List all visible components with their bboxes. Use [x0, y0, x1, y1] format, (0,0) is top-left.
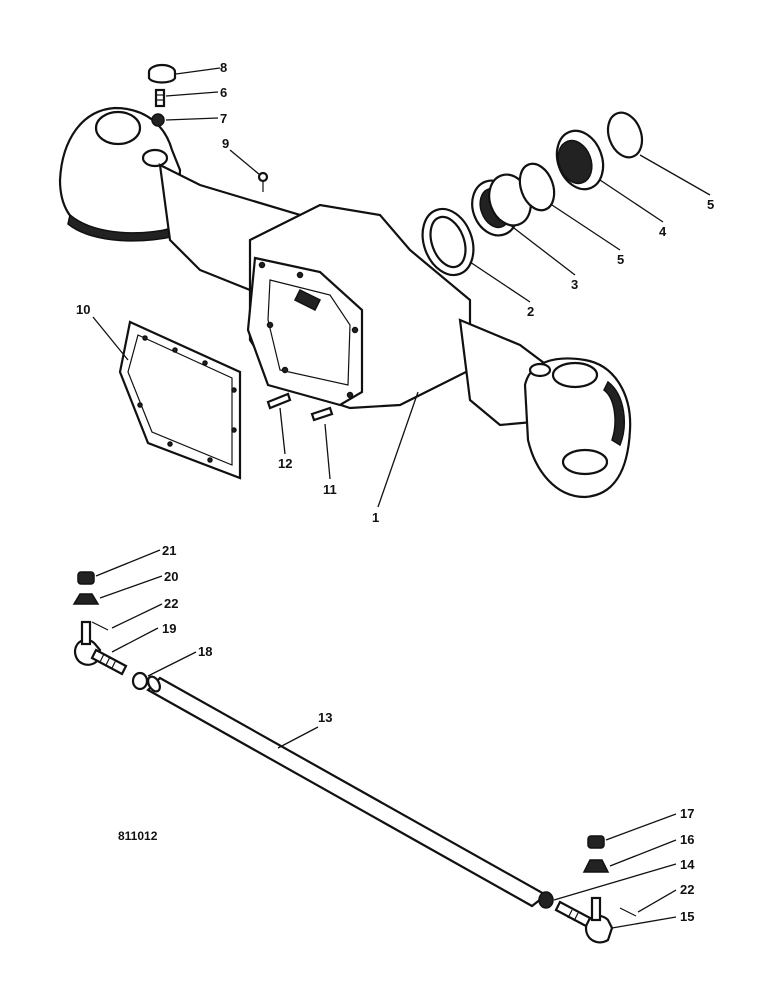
left-ball-joint	[73, 620, 128, 676]
callout-8: 8	[220, 60, 227, 75]
sealing-washer	[151, 113, 165, 127]
stud-11	[310, 406, 334, 422]
breather-screw	[154, 88, 166, 108]
right-dust-cover	[582, 859, 610, 873]
callout-19: 19	[162, 621, 176, 636]
bearing-sleeve	[555, 129, 605, 191]
callout-4: 4	[659, 224, 667, 239]
o-ring-inner	[518, 162, 556, 212]
right-locknut	[587, 835, 605, 849]
callout-3: 3	[571, 277, 578, 292]
left-locknut	[77, 571, 95, 585]
stud-12	[266, 392, 292, 410]
callout-16: 16	[680, 832, 694, 847]
right-rod-locknut	[538, 891, 554, 909]
callout-11: 11	[323, 482, 337, 497]
callout-18: 18	[198, 644, 212, 659]
callout-5a: 5	[617, 252, 624, 267]
left-dust-cover	[72, 593, 100, 605]
callout-22a: 22	[164, 596, 178, 611]
callout-22b: 22	[680, 882, 694, 897]
cover-gasket	[118, 320, 242, 480]
leader-lines	[92, 67, 711, 929]
callout-17: 17	[680, 806, 694, 821]
o-ring-outer	[606, 111, 644, 159]
grease-nipple	[257, 171, 269, 192]
callout-9: 9	[222, 136, 229, 151]
callout-2: 2	[527, 304, 534, 319]
axle-housing	[58, 106, 632, 499]
callout-14: 14	[680, 857, 695, 872]
oil-seal	[421, 207, 475, 277]
callout-12: 12	[278, 456, 292, 471]
bush	[471, 173, 532, 237]
callout-21: 21	[162, 543, 176, 558]
callout-13: 13	[318, 710, 332, 725]
callout-6: 6	[220, 85, 227, 100]
callout-1: 1	[372, 510, 379, 525]
callout-10: 10	[76, 302, 90, 317]
right-ball-joint	[554, 896, 614, 944]
callout-7: 7	[220, 111, 227, 126]
right-split-pin	[619, 907, 637, 917]
callout-5b: 5	[707, 197, 714, 212]
breather-cap	[147, 63, 177, 84]
track-rod	[146, 675, 548, 908]
callout-20: 20	[164, 569, 178, 584]
drawing-code: 811012	[118, 829, 158, 843]
left-rod-locknut	[131, 671, 149, 691]
left-split-pin	[91, 621, 109, 631]
callout-15: 15	[680, 909, 694, 924]
